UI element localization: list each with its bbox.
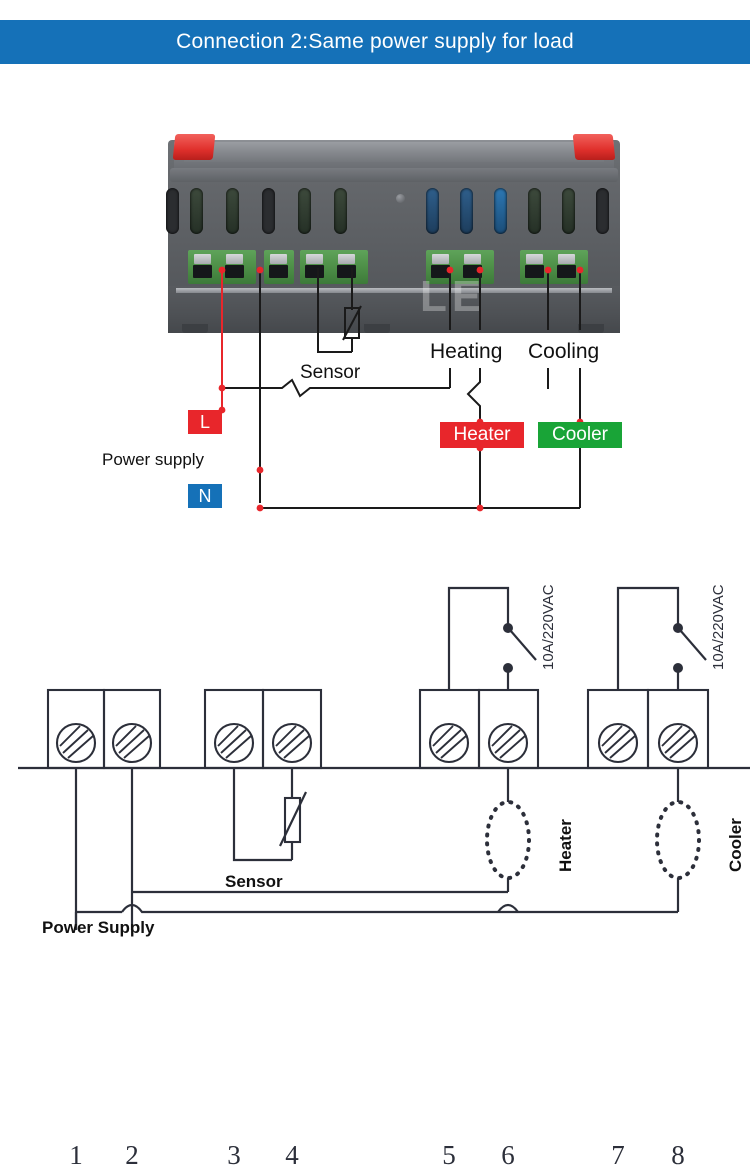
page-title: Connection 2:Same power supply for load [176,30,574,53]
terminal-number: 8 [671,1140,685,1170]
terminal-schematic: 1 2 3 4 5 6 7 8 Sensor Power Supply Heat… [0,540,750,1170]
heater-load-chip: Heater [440,422,524,448]
schematic-sensor-label: Sensor [225,872,283,891]
heater-load-symbol [485,768,531,892]
power-supply-label: Power supply [102,450,205,469]
sensor-label: Sensor [300,362,361,383]
cooling-label: Cooling [528,340,600,363]
terminal-number: 5 [442,1140,456,1170]
relay-contact-cooler [616,586,707,690]
cooler-load-chip: Cooler [538,422,622,448]
diagram-page: Connection 2:Same power supply for load [0,20,750,1170]
neutral-terminal-chip: N [188,484,222,508]
schematic-heater-label: Heater [556,819,575,872]
device-base-highlight [176,288,612,293]
terminal-number: 3 [227,1140,241,1170]
header-banner: Connection 2:Same power supply for load [0,20,750,64]
sensor-thermistor-icon [342,305,362,341]
terminal-number: 7 [611,1140,625,1170]
live-terminal-chip: L [188,410,222,434]
vent-slots [166,188,620,246]
heating-label: Heating [430,340,503,363]
device-foot [578,324,604,333]
sensor-branch [232,768,307,862]
terminal-number: 1 [69,1140,83,1170]
terminal-number: 4 [285,1140,299,1170]
relay-rating-heater: 10A/220VAC [540,584,557,670]
controller-photo [166,118,620,333]
terminal-number: 2 [125,1140,139,1170]
device-foot [182,324,208,333]
terminal-blocks [168,250,620,286]
relay-contact-heater [447,586,537,690]
device-foot [364,324,390,333]
schematic-cooler-label: Cooler [726,818,745,872]
device-top-plate [184,142,604,162]
device-base [168,286,620,333]
terminal-number: 6 [501,1140,515,1170]
relay-rating-cooler: 10A/220VAC [710,584,727,670]
upper-wiring-overlay [218,266,584,512]
terminal-screw-icons [55,722,699,764]
case-screw [396,194,405,203]
schematic-drawing [18,586,750,930]
cooler-load-symbol [655,768,701,912]
schematic-power-supply-label: Power Supply [42,918,155,937]
device-lip [170,168,618,182]
